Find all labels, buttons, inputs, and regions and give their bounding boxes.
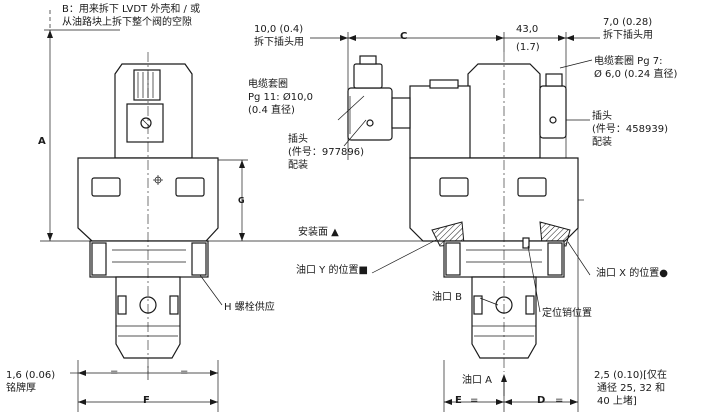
left-valve-view — [77, 52, 219, 372]
port-y-label: 油口 Y 的位置■ — [296, 265, 368, 276]
cable-gland-left-line3: (0.4 直径) — [248, 105, 295, 116]
right-plug-dim-label: 拆下插头用 — [603, 30, 653, 41]
plug-right-line2: (件号：458939) — [592, 124, 668, 135]
bottom-right-note-line3: 40 上堵] — [597, 396, 637, 407]
width-43-value: 43,0 — [516, 24, 539, 35]
left-cable-gland — [353, 63, 383, 89]
plug-left-line1: 插头 — [288, 134, 308, 145]
right-valve-view — [347, 52, 579, 372]
nameplate-thickness-value: 1,6 (0.06) — [6, 370, 56, 381]
left-body-pocket-right — [175, 177, 205, 197]
left-plug-collar — [391, 97, 411, 129]
right-body-pocket-left — [439, 177, 469, 197]
dimension-c: C — [400, 31, 408, 42]
left-port-slot-right — [169, 295, 179, 315]
right-plug-screw-icon — [549, 116, 557, 124]
mounting-surface-label: 安装面 ▲ — [298, 227, 339, 238]
left-body-pocket-left — [91, 177, 121, 197]
right-dimensions — [310, 32, 600, 412]
h-bolt-label: H 螺栓供应 — [224, 302, 275, 313]
plug-left-line2: (件号：977896) — [288, 147, 364, 158]
right-body-pocket-right — [517, 177, 547, 197]
dimension-a: A — [38, 136, 46, 147]
left-plug-screw-icon — [366, 119, 374, 127]
width-43-inch: (1.7) — [516, 42, 540, 53]
right-bolt-right — [547, 242, 563, 276]
right-bolt-left — [445, 242, 461, 276]
equal-mark-d: = — [555, 395, 564, 406]
equal-mark-right: = — [180, 367, 189, 378]
left-port-slot-left — [117, 295, 127, 315]
equal-mark-e: = — [470, 395, 479, 406]
dimension-f: F — [143, 395, 150, 406]
locating-pin-label: 定位销位置 — [542, 308, 592, 319]
cable-gland-right-line2: Ø 6,0 (0.24 直径) — [594, 69, 678, 80]
left-dimensions — [40, 10, 455, 412]
dimension-d: D — [537, 395, 546, 406]
left-plug-dim-label: 拆下插头用 — [254, 37, 304, 48]
cable-gland-left-line1: 电缆套圈 — [248, 79, 288, 90]
right-solenoid-cap — [429, 79, 459, 89]
cable-gland-left-line2: Pg 11: Ø10,0 — [248, 92, 313, 103]
port-x-seal — [539, 221, 571, 247]
plug-left-line3: 配装 — [288, 160, 308, 171]
left-bolt-left — [91, 242, 107, 276]
cable-gland-right-line1: 电缆套圈 Pg 7: — [594, 56, 663, 67]
right-solenoid-block — [409, 85, 471, 159]
right-plug-body — [539, 85, 567, 139]
left-plug-dim-value: 10,0 (0.4) — [254, 24, 304, 35]
left-bolt-right — [191, 242, 207, 276]
nameplate-thickness-label: 铭牌厚 — [6, 383, 36, 394]
right-plug-dim-value: 7,0 (0.28) — [603, 17, 653, 28]
left-lower-flange — [89, 240, 209, 278]
locating-pin — [522, 237, 530, 249]
bottom-right-note-line1: 2,5 (0.10)[仅在 — [594, 370, 668, 381]
port-x-label: 油口 X 的位置● — [596, 268, 668, 279]
left-cable-gland-top — [359, 55, 377, 65]
right-port-slot-left — [473, 295, 483, 315]
right-port-slot-right — [525, 295, 535, 315]
bottom-right-note-line2: 通径 25, 32 和 — [597, 383, 666, 394]
equal-mark-left: = — [110, 367, 119, 378]
port-b-label: 油口 B — [432, 292, 463, 303]
plug-right-line1: 插头 — [592, 111, 612, 122]
right-cable-gland — [545, 73, 563, 87]
b-note-line2: 从油路块上拆下整个阀的空隙 — [62, 17, 192, 28]
dimension-g: G — [238, 196, 245, 205]
plug-right-line3: 配装 — [592, 137, 612, 148]
left-plug-body — [347, 87, 393, 141]
b-note-line1: B：用来拆下 LVDT 外壳和 / 或 — [62, 4, 201, 15]
port-a-label: 油口 A — [462, 375, 493, 386]
dimension-e: E — [455, 395, 462, 406]
